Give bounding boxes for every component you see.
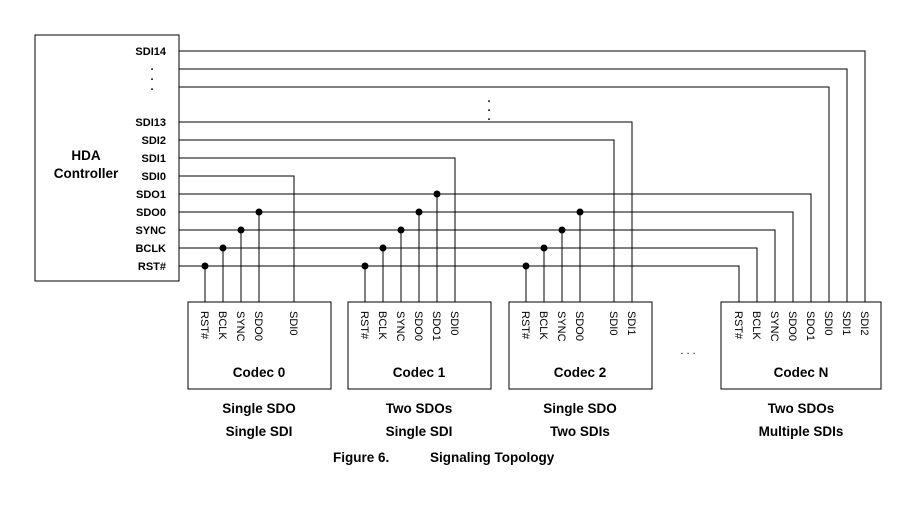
- junction-codec0-rst: [201, 262, 209, 270]
- codec-1: RST# BCLK SYNC SDO0 SDO1 SDI0 Codec 1 Tw…: [347, 301, 492, 439]
- codec-n-pin-sdi2: SDI2: [858, 311, 870, 335]
- codec-n-pin-sdo0: SDO0: [786, 311, 798, 341]
- codec-1-pin-sdi0: SDI0: [448, 311, 460, 335]
- wire-bclk: [179, 247, 758, 302]
- codec-2-pin-sdo0: SDO0: [573, 311, 585, 341]
- junction-codec1-bclk: [379, 244, 387, 252]
- signal-label-sync: SYNC: [135, 225, 166, 237]
- junction-codec1-sync: [397, 226, 405, 234]
- codec-n-pin-sdo1: SDO1: [804, 311, 816, 341]
- codec-0-pin-sdo0: SDO0: [252, 311, 264, 341]
- codec-2-caption-line2: Two SDIs: [550, 424, 610, 439]
- codec-n-pin-bclk: BCLK: [750, 311, 762, 340]
- codec-0-box: [187, 301, 332, 390]
- controller-title-line1: HDA: [71, 148, 100, 163]
- signal-label-sdi0: SDI0: [142, 171, 166, 183]
- mid-ellipsis-3: .: [487, 111, 490, 123]
- signal-label-sdo1: SDO1: [136, 189, 166, 201]
- codec-0-caption-line1: Single SDO: [222, 401, 296, 416]
- junction-codec1-sdo1: [433, 190, 441, 198]
- wire-sdi14: [179, 50, 866, 302]
- figure-title: Signaling Topology: [430, 450, 555, 465]
- codec-1-name: Codec 1: [393, 365, 446, 380]
- controller-ellipsis-1: .: [150, 61, 153, 73]
- codec-1-pin-sdo1: SDO1: [430, 311, 442, 341]
- wire-sdi1: [179, 157, 456, 302]
- mid-ellipsis-1: .: [487, 93, 490, 105]
- codec-2-pin-sdi0: SDI0: [607, 311, 619, 335]
- wire-sync: [179, 229, 776, 302]
- junction-codec1-rst: [361, 262, 369, 270]
- junction-codec2-sdo0: [576, 208, 584, 216]
- signal-label-sdo0: SDO0: [136, 207, 166, 219]
- codec-n-pin-rst: RST#: [732, 311, 744, 340]
- mid-ellipsis-2: .: [487, 102, 490, 114]
- junction-codec2-rst: [522, 262, 530, 270]
- junction-codec1-sdo0: [415, 208, 423, 216]
- codec-0-name: Codec 0: [233, 365, 286, 380]
- codec-0: RST# BCLK SYNC SDO0 SDI0 Codec 0 Single …: [187, 301, 332, 439]
- codec-2-name: Codec 2: [554, 365, 607, 380]
- codec-0-pin-bclk: BCLK: [216, 311, 228, 340]
- signal-label-rst: RST#: [138, 261, 166, 273]
- junction-codec0-bclk: [219, 244, 227, 252]
- controller-ellipsis-3: .: [150, 81, 153, 93]
- codec-0-caption-line2: Single SDI: [226, 424, 293, 439]
- wire-rst: [179, 265, 740, 302]
- codec-n-pin-sdi0: SDI0: [822, 311, 834, 335]
- signal-label-sdi2: SDI2: [142, 135, 166, 147]
- junction-codec2-bclk: [540, 244, 548, 252]
- codec-2-pin-bclk: BCLK: [537, 311, 549, 340]
- codec-2-caption-line1: Single SDO: [543, 401, 617, 416]
- codec-n: RST# BCLK SYNC SDO0 SDO1 SDI0 SDI1 SDI2 …: [720, 301, 882, 439]
- junction-codec0-sync: [237, 226, 245, 234]
- codec-1-pin-rst: RST#: [358, 311, 370, 340]
- signal-label-sdi13: SDI13: [135, 117, 166, 129]
- codec-2-pin-rst: RST#: [519, 311, 531, 340]
- signal-label-sdi1: SDI1: [142, 153, 166, 165]
- signal-label-sdi14: SDI14: [135, 46, 166, 58]
- controller-ellipsis-2: .: [150, 71, 153, 83]
- codec-0-pin-sdi0: SDI0: [287, 311, 299, 335]
- figure-number: Figure 6.: [333, 450, 389, 465]
- codec-0-pin-sync: SYNC: [234, 311, 246, 342]
- codec-1-box: [347, 301, 492, 390]
- codec-n-box: [720, 301, 882, 390]
- wire-sdo0: [179, 211, 794, 302]
- codec-n-pin-sync: SYNC: [768, 311, 780, 342]
- signal-label-bclk: BCLK: [135, 243, 166, 255]
- codec-1-caption-line1: Two SDOs: [386, 401, 453, 416]
- codec-0-pin-rst: RST#: [198, 311, 210, 340]
- codec-2-box: [508, 301, 653, 390]
- codec-1-pin-sync: SYNC: [394, 311, 406, 342]
- wire-sdi2: [179, 139, 615, 302]
- codec-n-caption-line2: Multiple SDIs: [759, 424, 844, 439]
- codec-n-caption-line1: Two SDOs: [768, 401, 835, 416]
- junction-codec2-sync: [558, 226, 566, 234]
- between-codecs-ellipsis: . . .: [680, 345, 695, 357]
- codec-2: RST# BCLK SYNC SDO0 SDI0 SDI1 Codec 2 Si…: [508, 301, 653, 439]
- wire-sdi13: [179, 121, 633, 302]
- wire-sdi-x2: [179, 86, 830, 302]
- codec-1-pin-bclk: BCLK: [376, 311, 388, 340]
- codec-1-pin-sdo0: SDO0: [412, 311, 424, 341]
- wire-sdi-x1: [179, 68, 848, 302]
- junction-codec0-sdo0: [255, 208, 263, 216]
- junction-dots: [201, 190, 584, 270]
- controller-title-line2: Controller: [54, 166, 119, 181]
- wire-sdo1: [179, 193, 812, 302]
- codec-n-pin-sdi1: SDI1: [840, 311, 852, 335]
- wires: [179, 50, 866, 302]
- codec-1-caption-line2: Single SDI: [386, 424, 453, 439]
- codec-2-pin-sdi1: SDI1: [625, 311, 637, 335]
- codec-2-pin-sync: SYNC: [555, 311, 567, 342]
- codec-n-name: Codec N: [774, 365, 829, 380]
- wire-sdi0: [179, 175, 295, 302]
